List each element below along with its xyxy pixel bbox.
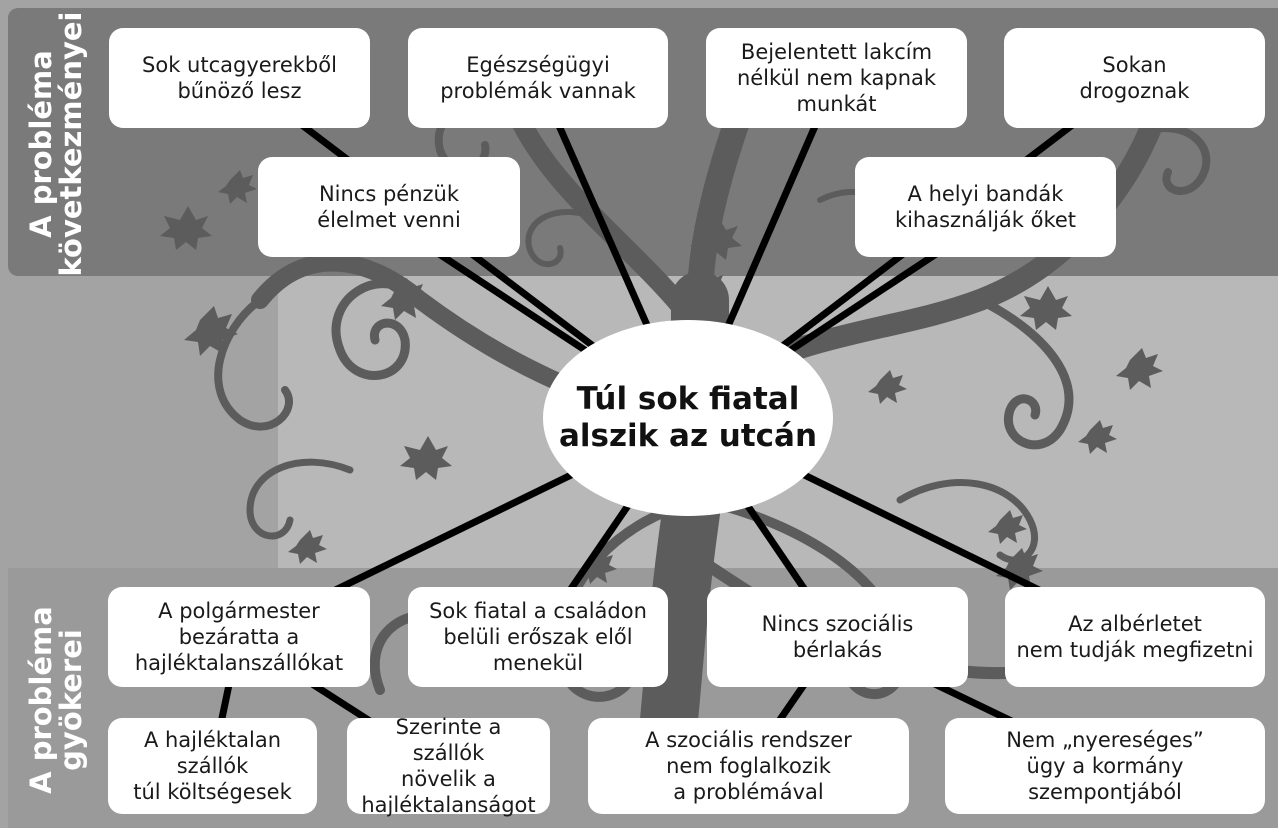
effect-text-e6: A helyi bandák kihasználják őket	[895, 181, 1076, 233]
root-box-r5: A hajléktalan szállók túl költségesek	[108, 718, 317, 814]
roots-side-label: A probléma gyökerei	[26, 606, 86, 794]
effects-side-label: A probléma következményei	[26, 12, 86, 277]
central-problem-ellipse: Túl sok fiatal alszik az utcán	[543, 320, 833, 516]
effect-box-e5: Nincs pénzük élelmet venni	[258, 157, 520, 257]
root-box-r4: Az albérletet nem tudják megfizetni	[1005, 587, 1265, 687]
effect-text-e3: Bejelentett lakcím nélkül nem kapnak mun…	[737, 39, 936, 117]
effect-text-e1: Sok utcagyerekből bűnöző lesz	[142, 52, 337, 104]
root-box-r6: Szerinte a szállók növelik a hajléktalan…	[347, 718, 550, 814]
root-text-r3: Nincs szociális bérlakás	[762, 611, 914, 663]
root-text-r1: A polgármester bezáratta a hajléktalansz…	[135, 598, 343, 676]
root-box-r8: Nem „nyereséges” ügy a kormány szempontj…	[945, 718, 1265, 814]
root-text-r2: Sok fiatal a családon belüli erőszak elő…	[429, 598, 647, 676]
root-text-r8: Nem „nyereséges” ügy a kormány szempontj…	[1006, 727, 1204, 805]
effect-box-e2: Egészségügyi problémák vannak	[408, 28, 668, 128]
root-box-r7: A szociális rendszer nem foglalkozik a p…	[588, 718, 909, 814]
root-text-r6: Szerinte a szállók növelik a hajléktalan…	[357, 714, 540, 818]
root-text-r7: A szociális rendszer nem foglalkozik a p…	[645, 727, 852, 805]
effect-box-e6: A helyi bandák kihasználják őket	[855, 157, 1116, 257]
central-problem-text: Túl sok fiatal alszik az utcán	[559, 381, 817, 455]
effect-text-e2: Egészségügyi problémák vannak	[440, 52, 636, 104]
effect-text-e5: Nincs pénzük élelmet venni	[317, 181, 461, 233]
root-text-r4: Az albérletet nem tudják megfizetni	[1016, 611, 1253, 663]
effect-box-e1: Sok utcagyerekből bűnöző lesz	[109, 28, 370, 128]
root-box-r3: Nincs szociális bérlakás	[707, 587, 968, 687]
effect-box-e4: Sokan drogoznak	[1004, 28, 1265, 128]
effect-text-e4: Sokan drogoznak	[1080, 52, 1190, 104]
root-box-r2: Sok fiatal a családon belüli erőszak elő…	[408, 587, 668, 687]
effect-box-e3: Bejelentett lakcím nélkül nem kapnak mun…	[706, 28, 967, 128]
root-box-r1: A polgármester bezáratta a hajléktalansz…	[108, 587, 370, 687]
root-text-r5: A hajléktalan szállók túl költségesek	[133, 727, 292, 805]
